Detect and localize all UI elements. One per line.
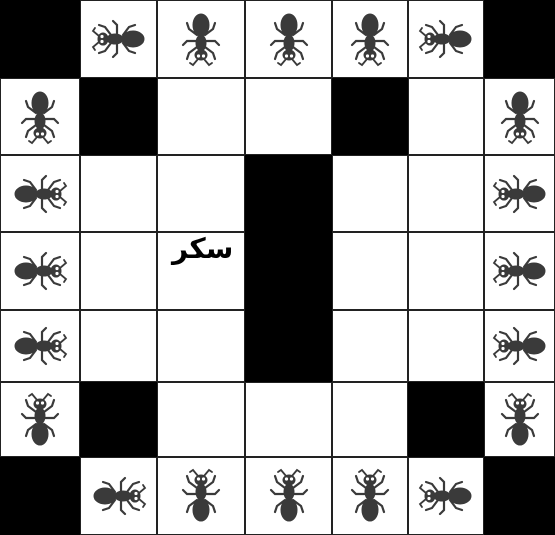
board-cell-2-2 [157, 155, 245, 232]
board-cell-5-4 [332, 382, 408, 457]
ant-icon [171, 466, 231, 526]
board-cell-1-3 [245, 78, 332, 155]
board-cell-4-1 [80, 310, 157, 382]
ant-icon [10, 164, 70, 224]
board-cell-6-0 [0, 457, 80, 535]
board-cell-4-0 [0, 310, 80, 382]
board-cell-3-1 [80, 232, 157, 310]
board-cell-0-5 [408, 0, 484, 78]
ant-icon [490, 390, 550, 450]
board-cell-0-4 [332, 0, 408, 78]
board-cell-0-0 [0, 0, 80, 78]
board-cell-2-3 [245, 155, 332, 232]
ant-icon [10, 87, 70, 147]
ant-icon [340, 9, 400, 69]
board-cell-3-6 [484, 232, 555, 310]
ant-icon [10, 241, 70, 301]
board-cell-6-3 [245, 457, 332, 535]
board-cell-1-6 [484, 78, 555, 155]
board-cell-4-6 [484, 310, 555, 382]
ant-icon [490, 241, 550, 301]
board-cell-5-5 [408, 382, 484, 457]
board-cell-4-3 [245, 310, 332, 382]
board-cell-1-2 [157, 78, 245, 155]
board-cell-4-5 [408, 310, 484, 382]
ant-icon [89, 9, 149, 69]
board-cell-6-6 [484, 457, 555, 535]
board-cell-5-6 [484, 382, 555, 457]
board-cell-0-6 [484, 0, 555, 78]
board-cell-2-6 [484, 155, 555, 232]
ant-icon [171, 9, 231, 69]
board-cell-1-1 [80, 78, 157, 155]
board-cell-5-3 [245, 382, 332, 457]
ant-icon [490, 316, 550, 376]
ant-icon [416, 9, 476, 69]
board-cell-0-1 [80, 0, 157, 78]
board-cell-2-1 [80, 155, 157, 232]
board-cell-3-5 [408, 232, 484, 310]
board-cell-3-0 [0, 232, 80, 310]
ant-icon [10, 316, 70, 376]
board-cell-2-5 [408, 155, 484, 232]
board-cell-2-4 [332, 155, 408, 232]
board-cell-3-3 [245, 232, 332, 310]
board-cell-6-4 [332, 457, 408, 535]
ant-icon [259, 466, 319, 526]
board-cell-2-0 [0, 155, 80, 232]
board-cell-5-0 [0, 382, 80, 457]
sugar-label: سكر [172, 232, 233, 265]
board-cell-4-2 [157, 310, 245, 382]
board-cell-1-4 [332, 78, 408, 155]
ant-icon [89, 466, 149, 526]
ant-icon [490, 87, 550, 147]
board-cell-6-2 [157, 457, 245, 535]
board-cell-1-5 [408, 78, 484, 155]
board-cell-3-4 [332, 232, 408, 310]
board-cell-0-3 [245, 0, 332, 78]
ant-icon [340, 466, 400, 526]
board-cell-4-4 [332, 310, 408, 382]
board-cell-6-1 [80, 457, 157, 535]
ant-icon [259, 9, 319, 69]
ant-icon [490, 164, 550, 224]
board-cell-1-0 [0, 78, 80, 155]
ant-icon [416, 466, 476, 526]
board-cell-0-2 [157, 0, 245, 78]
board-cell-5-2 [157, 382, 245, 457]
ant-icon [10, 390, 70, 450]
board-cell-6-5 [408, 457, 484, 535]
board-cell-5-1 [80, 382, 157, 457]
